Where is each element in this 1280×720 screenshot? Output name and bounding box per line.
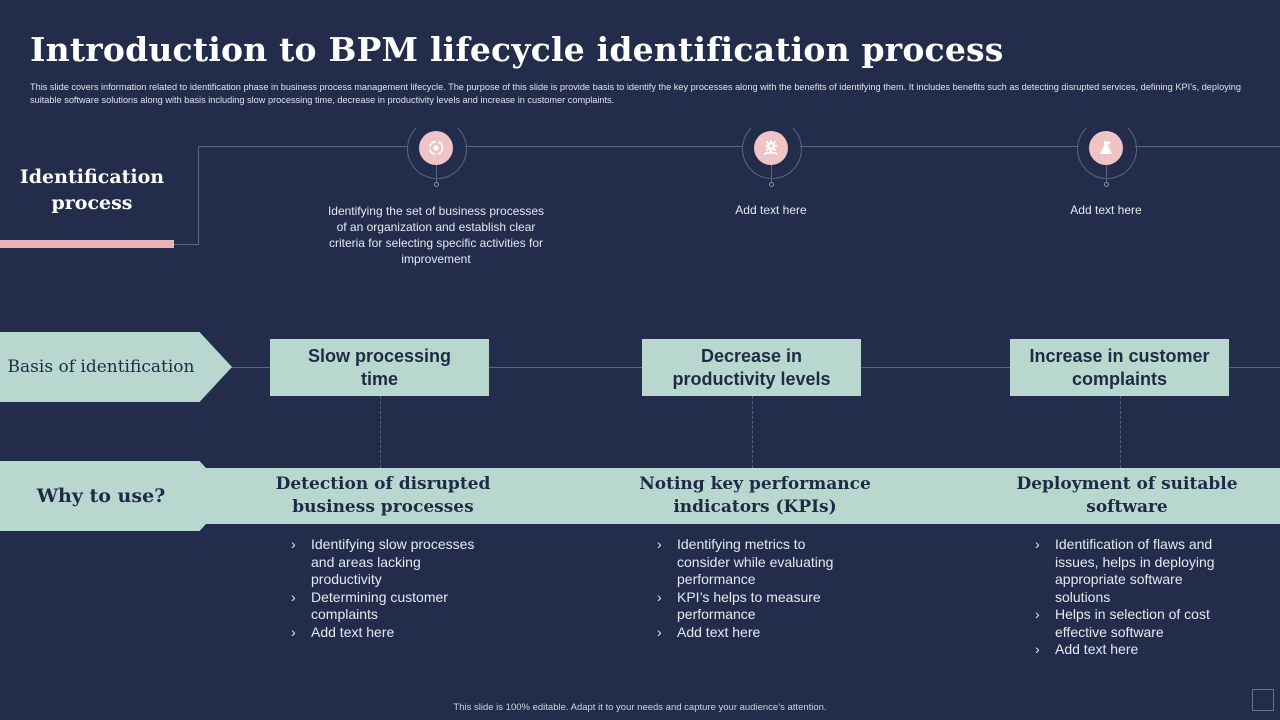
timeline-line: [198, 146, 408, 147]
identification-text-2: Add text here: [735, 203, 807, 217]
milestone-dot: [1104, 182, 1109, 187]
connector-line: [198, 146, 199, 245]
milestone-stem: [771, 165, 772, 183]
list-item: ›Add text here: [657, 623, 761, 640]
chevron-right-icon: ›: [1035, 606, 1040, 622]
why-heading-kpis: Noting key performance indicators (KPIs): [639, 474, 871, 517]
milestone-arc: [742, 119, 802, 179]
bullet-list-kpis: ›Identifying metrics to consider while e…: [657, 536, 852, 641]
milestone-stem: [436, 165, 437, 183]
timeline-line: [800, 146, 1078, 147]
milestone-arc: [1077, 119, 1137, 179]
footer-note: This slide is 100% editable. Adapt it to…: [453, 702, 827, 713]
chevron-right-icon: ›: [657, 623, 662, 640]
identification-text-1: Identifying the set of business processe…: [327, 204, 545, 266]
timeline-line: [1135, 146, 1280, 147]
milestone-stem: [1106, 165, 1107, 183]
why-heading-software: Deployment of suitable software: [1016, 474, 1238, 517]
bullet-list-software: ›Identification of flaws and issues, hel…: [1035, 536, 1230, 659]
chevron-right-icon: ›: [1035, 536, 1040, 552]
gear-hand-icon: [754, 131, 788, 165]
slide-subtitle: This slide covers information related to…: [30, 82, 1242, 105]
chevron-right-icon: ›: [291, 623, 296, 640]
chevron-right-icon: ›: [291, 536, 296, 552]
flask-icon: [1089, 131, 1123, 165]
identification-process-label: Identification process: [19, 166, 165, 214]
milestone-arc: [407, 119, 467, 179]
basis-box-slow-processing: Slow processing time: [270, 339, 489, 396]
identification-text-3: Add text here: [1070, 203, 1142, 217]
list-item: ›Identifying slow processes and areas la…: [291, 536, 475, 587]
dashed-connector: [1120, 396, 1121, 468]
list-item: ›Add text here: [291, 623, 395, 640]
list-item: ›Add text here: [1035, 641, 1139, 657]
connector-line: [174, 244, 199, 245]
slide-title: Introduction to BPM lifecycle identifica…: [30, 30, 1004, 69]
milestone-dot: [769, 182, 774, 187]
dashed-connector: [752, 396, 753, 468]
bullet-list-detection: ›Identifying slow processes and areas la…: [291, 536, 481, 641]
list-item: ›Identifying metrics to consider while e…: [657, 536, 834, 587]
dashed-connector: [380, 396, 381, 468]
basis-of-identification-arrow: Basis of identification: [0, 332, 232, 402]
timeline-line: [465, 146, 743, 147]
list-item: ›KPI’s helps to measure performance: [657, 588, 821, 623]
why-band: [200, 468, 1280, 524]
list-item: ›Helps in selection of cost effective so…: [1035, 606, 1210, 640]
basis-box-complaints: Increase in customer complaints: [1010, 339, 1229, 396]
chevron-right-icon: ›: [291, 588, 296, 605]
identification-accent-bar: [0, 240, 174, 248]
gear-cycle-icon: [419, 131, 453, 165]
why-heading-detection: Detection of disrupted business processe…: [275, 474, 491, 517]
list-item: ›Determining customer complaints: [291, 588, 448, 623]
why-to-use-arrow: Why to use?: [0, 461, 232, 531]
list-item: ›Identification of flaws and issues, hel…: [1035, 536, 1215, 605]
slide-navigation-box[interactable]: [1252, 689, 1274, 711]
milestone-dot: [434, 182, 439, 187]
basis-box-productivity: Decrease in productivity levels: [642, 339, 861, 396]
chevron-right-icon: ›: [657, 588, 662, 605]
chevron-right-icon: ›: [1035, 641, 1040, 657]
chevron-right-icon: ›: [657, 536, 662, 552]
